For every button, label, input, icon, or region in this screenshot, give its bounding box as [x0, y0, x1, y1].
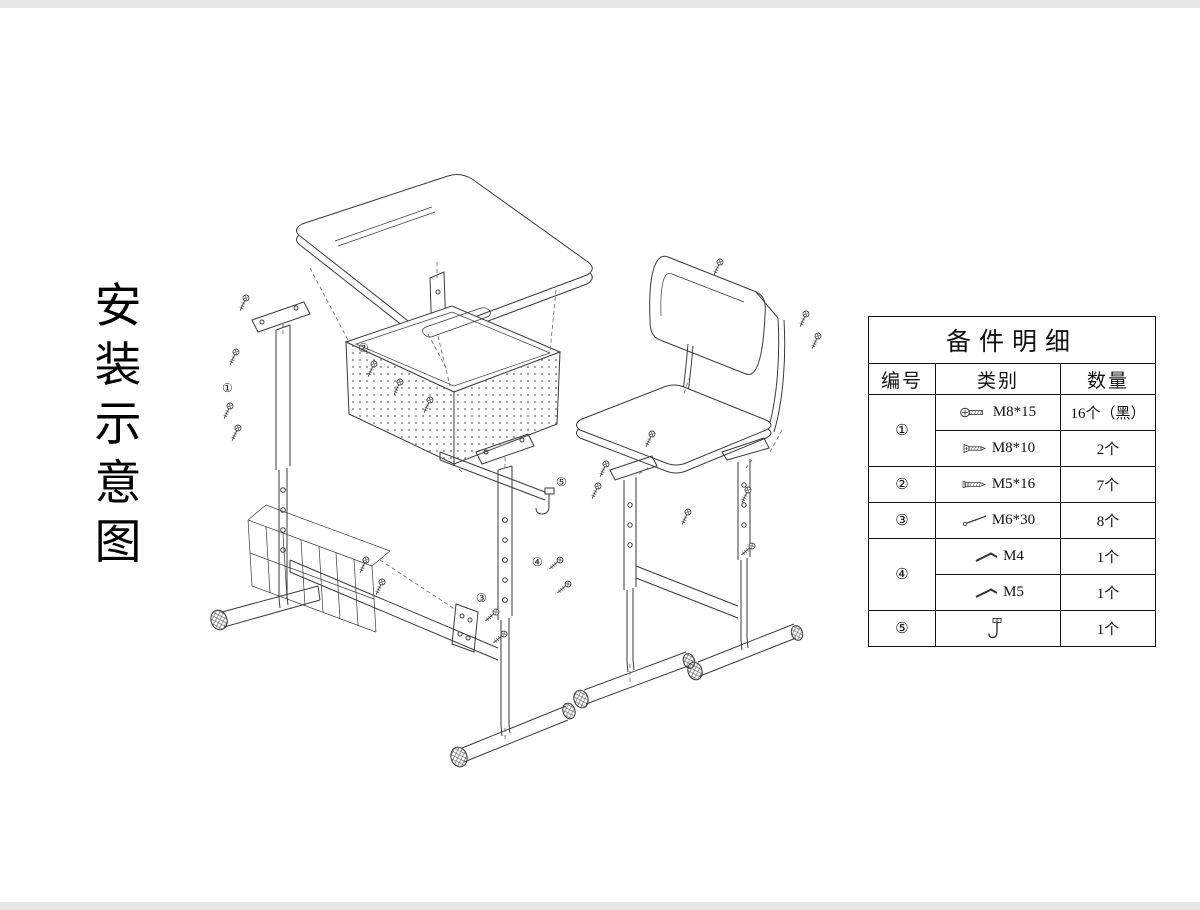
page-title: 安 装 示 意 图: [88, 284, 148, 567]
part-qty: 1个: [1060, 574, 1156, 611]
title-char: 意: [94, 458, 142, 510]
column-header-qty: 数量: [1060, 363, 1156, 395]
chair-backrest: [649, 255, 766, 376]
part-type: M5*16: [991, 476, 1036, 492]
top-edge-bar: [0, 0, 1200, 8]
part-no: ③: [868, 502, 936, 539]
long-bolt-icon: [961, 514, 989, 527]
callout-numbers: ① ② ③ ④ ⑤: [222, 341, 567, 605]
machine-screw-icon: [960, 406, 990, 419]
callout-5: ⑤: [556, 475, 567, 489]
chair-right-foot: [687, 623, 804, 681]
title-char: 装: [94, 340, 142, 392]
table-row: ④ M4 1个: [868, 538, 1156, 611]
parts-table-title: 备件明细: [868, 316, 1156, 364]
table-row: ⑤ 1个: [868, 610, 1156, 647]
parts-table: 备件明细 编号 类别 数量 ①: [868, 316, 1156, 647]
desk-right-arm: [439, 433, 555, 515]
pencil-groove: [334, 206, 436, 247]
title-char: 图: [94, 517, 142, 569]
desk-left-leg: [251, 301, 311, 598]
callout-4: ④: [532, 555, 543, 569]
bottom-edge-bar: [0, 902, 1200, 910]
part-type: M5: [1003, 584, 1024, 600]
part-type: M4: [1003, 548, 1024, 564]
part-qty: 2个: [1060, 430, 1156, 467]
part-type: M8*10: [991, 440, 1036, 456]
column-header-no: 编号: [868, 363, 936, 395]
column-header-type: 类别: [935, 363, 1061, 395]
chair-left-foot: [573, 651, 696, 709]
chair-left-leg: [609, 455, 658, 662]
allen-key-icon: [972, 586, 1000, 600]
desk-top: [296, 174, 593, 342]
hook-icon: [987, 617, 1006, 641]
allen-key-icon: [972, 550, 1000, 564]
title-char: 示: [94, 399, 142, 451]
part-no: ②: [868, 466, 936, 503]
chair-seat: [576, 384, 772, 474]
under-desk-basket: [344, 305, 562, 465]
desk-right-leg: [497, 465, 513, 726]
part-qty: 16个（黑）: [1060, 394, 1156, 431]
bag-hook: [535, 487, 555, 515]
table-row: ③ M6*30 8个: [868, 502, 1156, 539]
table-row: M5 1个: [869, 574, 1156, 611]
self-tapping-screw-icon: [961, 478, 989, 491]
callout-1: ①: [222, 381, 233, 395]
chair-group: [573, 255, 804, 709]
desk-cross-beam: [289, 559, 499, 661]
chair-right-leg: [721, 437, 770, 640]
basket-handle-slot: [422, 307, 491, 338]
part-qty: 7个: [1060, 466, 1156, 503]
part-type: M6*30: [991, 512, 1036, 528]
assembly-leader-lines: [282, 262, 783, 742]
callout-2: ②: [358, 341, 369, 355]
title-char: 安: [94, 281, 142, 333]
part-no: ④: [868, 538, 936, 611]
callout-3: ③: [476, 591, 487, 605]
part-type: M8*15: [992, 404, 1037, 420]
part-qty: 8个: [1060, 502, 1156, 539]
basket-mounting-plate: [451, 603, 479, 653]
table-row: ② M5*16 7个: [868, 466, 1156, 503]
part-qty: 1个: [1060, 538, 1156, 575]
table-row: M8*10 2个: [869, 430, 1156, 467]
desk-group: [210, 174, 593, 768]
table-row: ① M8*15 16个（黑）: [868, 394, 1156, 467]
chair-cross-beam: [635, 565, 739, 619]
desk-right-foot: [450, 702, 576, 768]
flat-head-screw-icon: [961, 442, 989, 455]
part-qty: 1个: [1060, 610, 1156, 647]
part-no: ①: [868, 394, 936, 467]
book-basket: [247, 504, 391, 633]
part-no: ⑤: [868, 610, 936, 647]
desk-left-foot: [210, 585, 321, 631]
